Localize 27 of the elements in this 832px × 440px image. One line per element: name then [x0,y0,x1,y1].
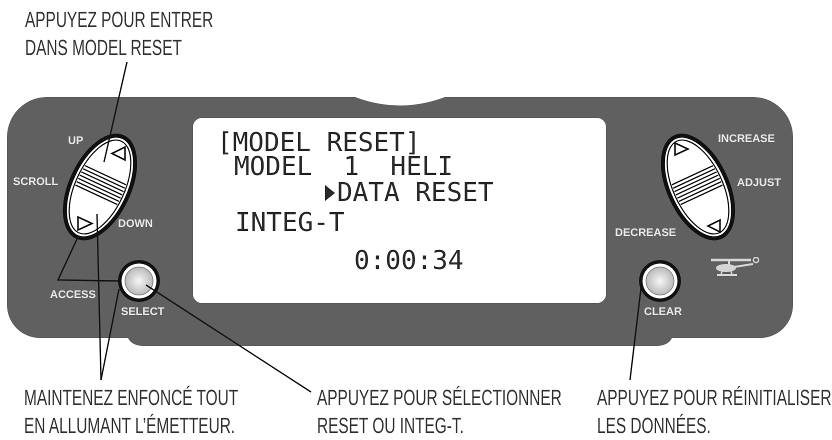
panel-label: ADJUST [737,177,782,190]
panel-label: SELECT [121,306,164,319]
leader-line [96,214,102,380]
panel-label: CLEAR [644,306,682,319]
callout-text: APPUYEZ POUR RÉINITIALISER LES DONNÉES. [597,384,832,440]
round-button [117,259,161,303]
leader-line [103,62,128,162]
panel-label: INCREASE [718,133,775,146]
screen-text: DATA RESET [337,180,494,206]
panel-label: DOWN [118,218,153,231]
bracket-line [56,238,118,282]
callout-text: APPUYEZ POUR ENTRER DANS MODEL RESET [25,6,215,62]
edge-label: ACCESS [50,289,96,302]
callout-text: MAINTENEZ ENFONCÉ TOUT EN ALLUMANT L’ÉMETTEUR. [24,384,240,440]
panel-label: DECREASE [615,227,676,240]
callout-text: APPUYEZ POUR SÉLECTIONNER RESET OU INTEG-T. [317,384,564,440]
screen-text: MODEL 1 HELI [234,154,454,180]
leader-line [629,288,642,380]
leader-line [146,284,312,393]
panel-label: UP [68,135,84,148]
leader-line [100,288,120,380]
screen-text: [MODEL RESET] [217,130,420,156]
screen-text: INTEG-T [235,210,345,236]
screen-text: 0:00:34 [354,248,464,274]
panel-label: SCROLL [13,176,58,189]
round-button [638,259,682,303]
lcd-screen [193,118,606,303]
